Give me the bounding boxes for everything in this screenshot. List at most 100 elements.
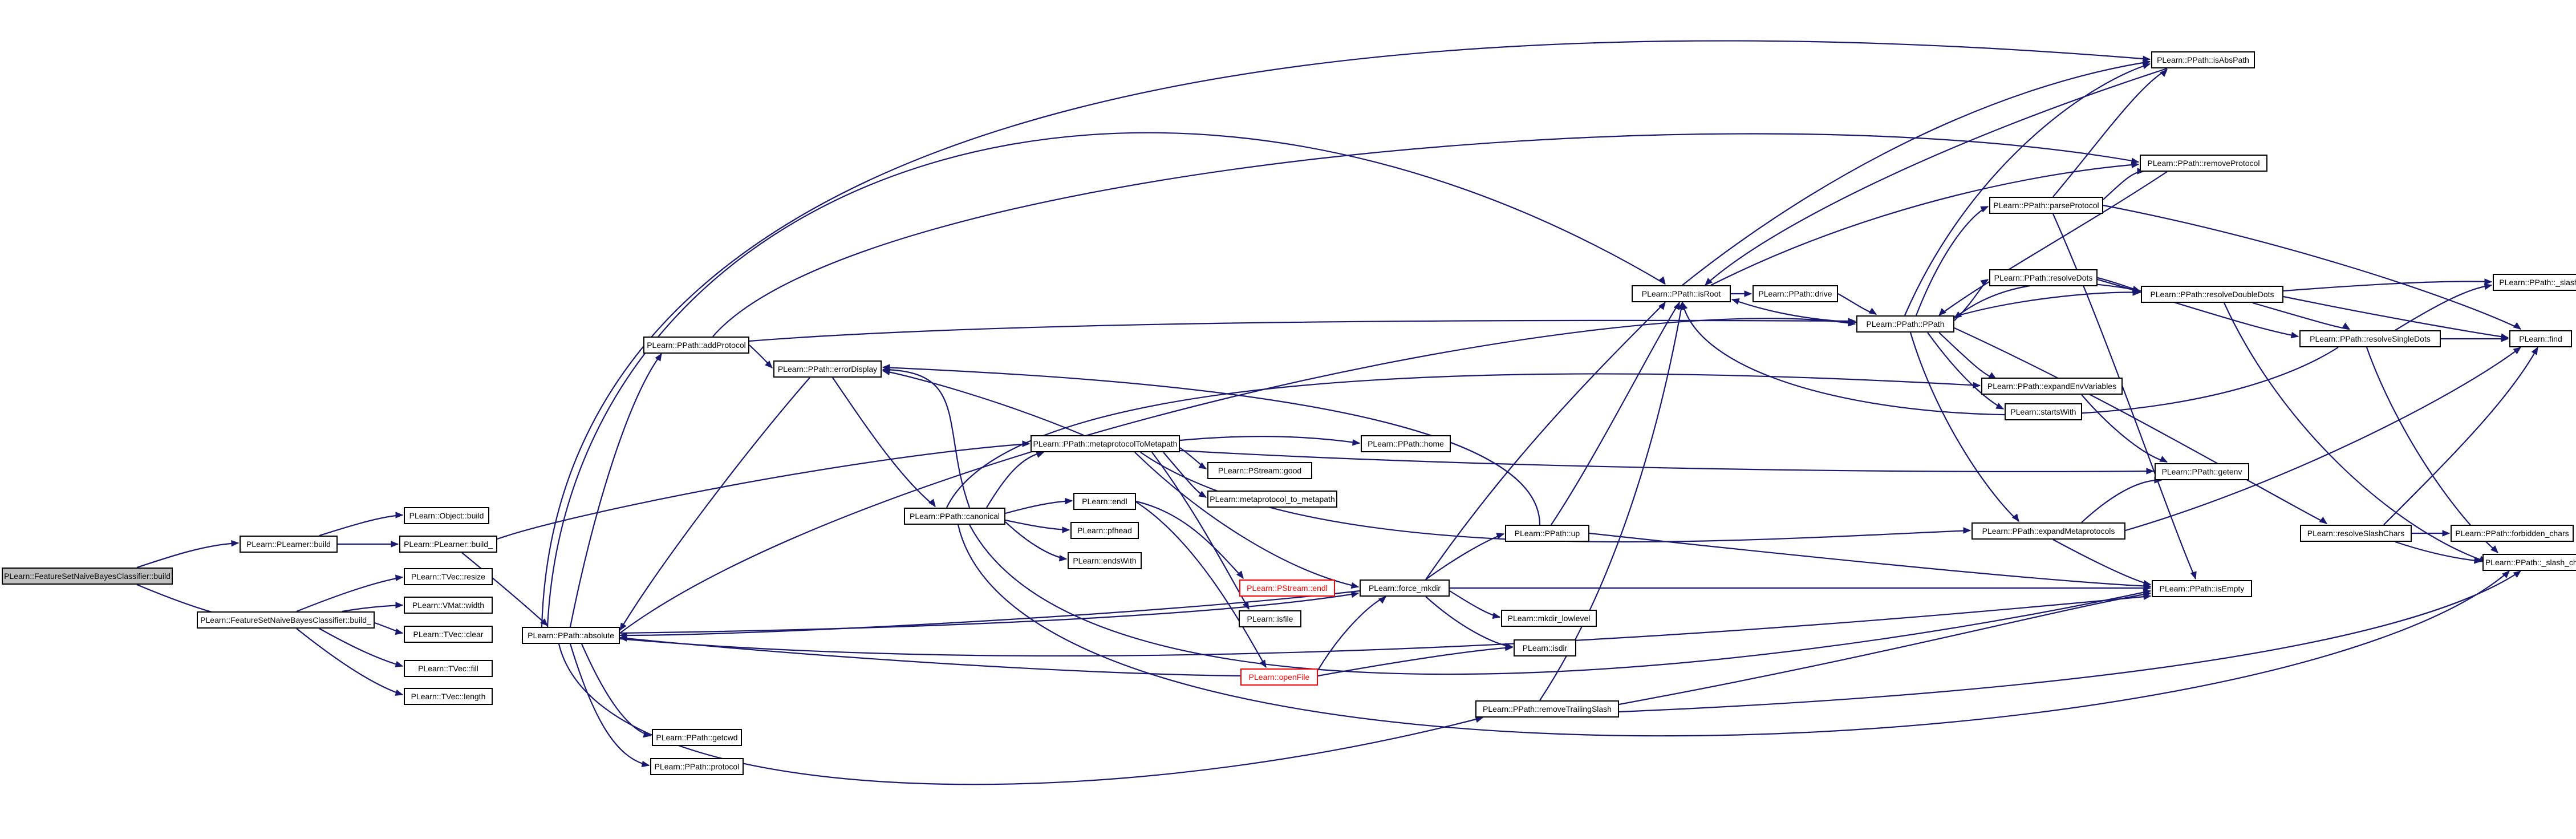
arrowhead-n27-n11 — [619, 632, 627, 639]
node-featureset-naivebayes-build-underscore[interactable]: PLearn::FeatureSetNaiveBayesClassifier::… — [197, 611, 375, 629]
node-pstream-endl[interactable]: PLearn::PStream::endl — [1239, 579, 1335, 597]
edge-n34-n40 — [1904, 63, 2151, 316]
node-ppath-absolute[interactable]: PLearn::PPath::absolute — [522, 627, 620, 644]
edge-n18-n24 — [1135, 500, 1244, 579]
node-startswith[interactable]: PLearn::startsWith — [2005, 403, 2082, 420]
node-ppath-slash-char[interactable]: PLearn::PPath::_slash_char — [2482, 554, 2576, 571]
node-resolveslashchars[interactable]: PLearn::resolveSlashChars — [2300, 525, 2412, 542]
edge-n16-n45 — [969, 524, 2151, 675]
node-metaprotocol-to-metapath[interactable]: PLearn::metaprotocol_to_metapath — [1207, 491, 1337, 508]
node-find[interactable]: PLearn::find — [2509, 330, 2572, 347]
edge-n13-n16 — [832, 377, 936, 507]
arrowhead-n48-n49 — [2442, 530, 2451, 537]
arrowhead-n42-n46 — [2484, 278, 2493, 285]
arrowhead-n41-n34 — [1938, 308, 1946, 316]
arrowhead-n39-n47 — [2513, 347, 2522, 355]
arrowhead-n17-n13 — [882, 368, 891, 376]
arrowhead-n35-n40 — [2160, 69, 2168, 77]
edge-n11-n14 — [581, 643, 651, 737]
arrowhead-n39-n45 — [2143, 579, 2152, 587]
edge-n11-n40 — [541, 40, 2151, 627]
node-ppath-canonical[interactable]: PLearn::PPath::canonical — [904, 508, 1005, 525]
arrowhead-n34-n39 — [2011, 513, 2019, 522]
arrowhead-n34-n38 — [1995, 403, 2005, 410]
node-endl[interactable]: PLearn::endl — [1073, 493, 1136, 510]
edge-n2-n4 — [319, 514, 403, 537]
node-ppath-errordisplay[interactable]: PLearn::PPath::errorDisplay — [773, 360, 882, 378]
node-tvec-length[interactable]: PLearn::TVec::length — [404, 688, 493, 705]
edge-n32-n41 — [1710, 163, 2139, 286]
edge-n34-n37 — [1938, 332, 1997, 380]
node-ppath-isroot[interactable]: PLearn::PPath::isRoot — [1632, 285, 1731, 302]
arrowhead-n37-n44 — [2159, 456, 2168, 463]
arrowhead-n18-n24 — [1236, 570, 1244, 579]
node-ppath-isempty[interactable]: PLearn::PPath::isEmpty — [2152, 580, 2252, 597]
node-featureset-naivebayes-build[interactable]: PLearn::FeatureSetNaiveBayesClassifier::… — [2, 568, 173, 585]
edge-n16-n37 — [946, 373, 1981, 508]
arrowhead-n12-n13 — [765, 360, 773, 368]
node-ppath-forbidden-chars[interactable]: PLearn::PPath::forbidden_chars — [2451, 525, 2574, 542]
node-ppath-resolvesingledots[interactable]: PLearn::PPath::resolveSingleDots — [2299, 330, 2441, 347]
node-ppath-resolvedoubledots[interactable]: PLearn::PPath::resolveDoubleDots — [2141, 286, 2283, 303]
node-ppath-protocol[interactable]: PLearn::PPath::protocol — [650, 758, 744, 775]
node-ppath-ppath[interactable]: PLearn::PPath::PPath — [1856, 315, 1954, 333]
edge-n48-n50 — [2395, 541, 2482, 562]
node-ppath-metaprotocoltometapath[interactable]: PLearn::PPath::metaprotocolToMetapath — [1031, 435, 1180, 452]
arrowhead-n27-n32 — [1658, 301, 1666, 310]
edge-n16-n17 — [986, 451, 1044, 508]
node-isdir[interactable]: PLearn::isdir — [1514, 639, 1576, 656]
node-pfhead[interactable]: PLearn::pfhead — [1070, 522, 1139, 539]
arrowhead-n26-n27 — [1378, 596, 1386, 604]
edge-n3-n6 — [296, 576, 403, 613]
node-ppath-getenv[interactable]: PLearn::PPath::getenv — [2155, 463, 2249, 480]
node-ppath-up[interactable]: PLearn::PPath::up — [1505, 525, 1589, 542]
edge-n16-n50 — [957, 524, 2510, 737]
node-plearner-build[interactable]: PLearn::PLearner::build — [240, 536, 338, 553]
node-tvec-clear[interactable]: PLearn::TVec::clear — [404, 626, 493, 643]
arrowhead-n27-n28 — [1496, 533, 1505, 540]
edge-n34-n38 — [1927, 332, 2004, 410]
arrowhead-n27-n29 — [1492, 612, 1501, 619]
node-ppath-removeprotocol[interactable]: PLearn::PPath::removeProtocol — [2140, 155, 2267, 172]
arrowhead-n13-n16 — [928, 498, 936, 508]
edge-n13-n11 — [619, 377, 810, 631]
node-tvec-fill[interactable]: PLearn::TVec::fill — [404, 660, 493, 677]
edge-n48-n47 — [2383, 347, 2538, 525]
node-object-build[interactable]: PLearn::Object::build — [404, 507, 489, 524]
node-ppath-getcwd[interactable]: PLearn::PPath::getcwd — [652, 729, 742, 746]
arrowhead-n17-n39 — [1963, 527, 1971, 534]
edge-n34-n39 — [1909, 332, 2019, 522]
edge-n39-n44 — [2081, 479, 2162, 523]
edge-n31-n50 — [1618, 570, 2521, 713]
node-ppath-slash[interactable]: PLearn::PPath::_slash — [2493, 274, 2576, 291]
node-ppath-isabspath[interactable]: PLearn::PPath::isAbsPath — [2151, 51, 2255, 68]
node-vmat-width[interactable]: PLearn::VMat::width — [404, 597, 493, 614]
node-tvec-resize[interactable]: PLearn::TVec::resize — [404, 568, 493, 585]
node-ppath-resolvedots[interactable]: PLearn::PPath::resolveDots — [1989, 269, 2098, 286]
node-ppath-parseprotocol[interactable]: PLearn::PPath::parseProtocol — [1989, 197, 2103, 214]
edge-n11-n15 — [569, 643, 650, 767]
node-openfile[interactable]: PLearn::openFile — [1240, 668, 1318, 686]
node-ppath-drive[interactable]: PLearn::PPath::drive — [1753, 285, 1838, 302]
arrowhead-n42-n34 — [1953, 311, 1962, 319]
edge-n11-n45 — [619, 595, 2151, 656]
node-ppath-addprotocol[interactable]: PLearn::PPath::addProtocol — [643, 337, 749, 354]
node-isfile[interactable]: PLearn::isfile — [1239, 610, 1301, 627]
arrowhead-n34-n40 — [2142, 63, 2151, 70]
node-mkdir-lowlevel[interactable]: PLearn::mkdir_lowlevel — [1501, 610, 1597, 627]
node-ppath-expandenvvariables[interactable]: PLearn::PPath::expandEnvVariables — [1981, 378, 2123, 395]
node-plearner-build-underscore[interactable]: PLearn::PLearner::build_ — [399, 536, 497, 553]
arrowhead-n43-n47 — [2501, 335, 2509, 342]
edge-n26-n11 — [619, 637, 1241, 677]
edge-n41-n34 — [1938, 171, 2168, 316]
node-ppath-expandmetaprotocols[interactable]: PLearn::PPath::expandMetaprotocols — [1971, 522, 2125, 540]
edge-n42-n34 — [1954, 282, 2141, 319]
node-force-mkdir[interactable]: PLearn::force_mkdir — [1360, 579, 1450, 597]
arrowhead-n17-n21 — [1352, 439, 1361, 446]
node-ppath-home[interactable]: PLearn::PPath::home — [1361, 435, 1451, 452]
node-ppath-removetrailingslash[interactable]: PLearn::PPath::removeTrailingSlash — [1475, 700, 1619, 718]
node-endswith[interactable]: PLearn::endsWith — [1068, 552, 1142, 569]
arrowhead-n28-n32 — [1673, 301, 1680, 310]
node-pstream-good[interactable]: PLearn::PStream::good — [1207, 462, 1312, 479]
